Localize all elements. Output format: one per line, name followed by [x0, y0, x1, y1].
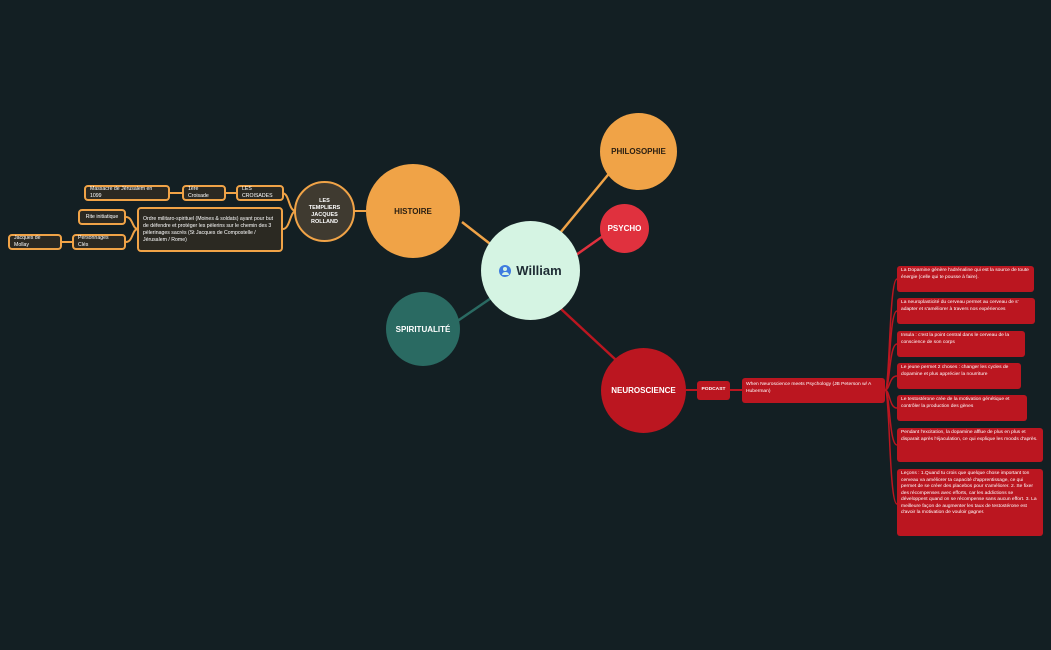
node-premiere-croisade[interactable]: 1ère Croisade	[182, 185, 226, 201]
central-node-william[interactable]: William	[481, 221, 580, 320]
node-ordre[interactable]: Ordre militaro-spirituel (Moines & solda…	[137, 207, 283, 252]
user-icon	[499, 264, 512, 277]
link-note-4	[884, 375, 898, 391]
link-note-1	[884, 278, 898, 391]
note-testosterone[interactable]: Le testostérone crée de la motivation gé…	[897, 395, 1027, 421]
note-dopamine-energie[interactable]: La Dopamine génère l'adrénaline qui est …	[897, 266, 1034, 292]
link-note-7	[884, 389, 898, 505]
note-excitation[interactable]: Pendant l'excitation, la dopamine afflue…	[897, 428, 1043, 462]
node-massacre[interactable]: Massacre de Jérusalem en 1099	[84, 185, 170, 201]
node-templiers[interactable]: LES TEMPLIERS JACQUES ROLLAND	[294, 181, 355, 242]
node-personnages[interactable]: Personnages Clés	[72, 234, 126, 250]
branch-neuroscience[interactable]: NEUROSCIENCE	[601, 348, 686, 433]
branch-spiritualite[interactable]: SPIRITUALITÉ	[386, 292, 460, 366]
branch-histoire[interactable]: HISTOIRE	[366, 164, 460, 258]
link-note-6	[884, 389, 898, 446]
branch-psycho[interactable]: PSYCHO	[600, 204, 649, 253]
node-episode[interactable]: When Neuroscience meets Psychology (JB P…	[742, 378, 885, 403]
node-croisades[interactable]: LES CROISADES	[236, 185, 284, 201]
link-note-2	[884, 310, 898, 391]
link-neuroscience	[559, 307, 617, 361]
node-molay[interactable]: Jacques de Mollay	[8, 234, 62, 250]
central-label: William	[516, 263, 562, 278]
link-psycho	[575, 234, 604, 257]
link-note-3	[884, 343, 898, 391]
note-lecons[interactable]: Leçons : 1.Quand tu crois que quelque ch…	[897, 469, 1043, 536]
note-insula[interactable]: Insula : c'est la point central dans le …	[897, 331, 1025, 357]
node-podcast[interactable]: PODCAST	[697, 381, 730, 400]
link-note-5	[884, 389, 898, 409]
node-rite[interactable]: Rite initiatique	[78, 209, 126, 225]
note-jeune[interactable]: Le jeune permet 2 choses : changer les c…	[897, 363, 1021, 389]
note-neuroplasticite[interactable]: La neuroplasticité du cerveau permet au …	[897, 298, 1035, 324]
branch-philosophie[interactable]: PHILOSOPHIE	[600, 113, 677, 190]
